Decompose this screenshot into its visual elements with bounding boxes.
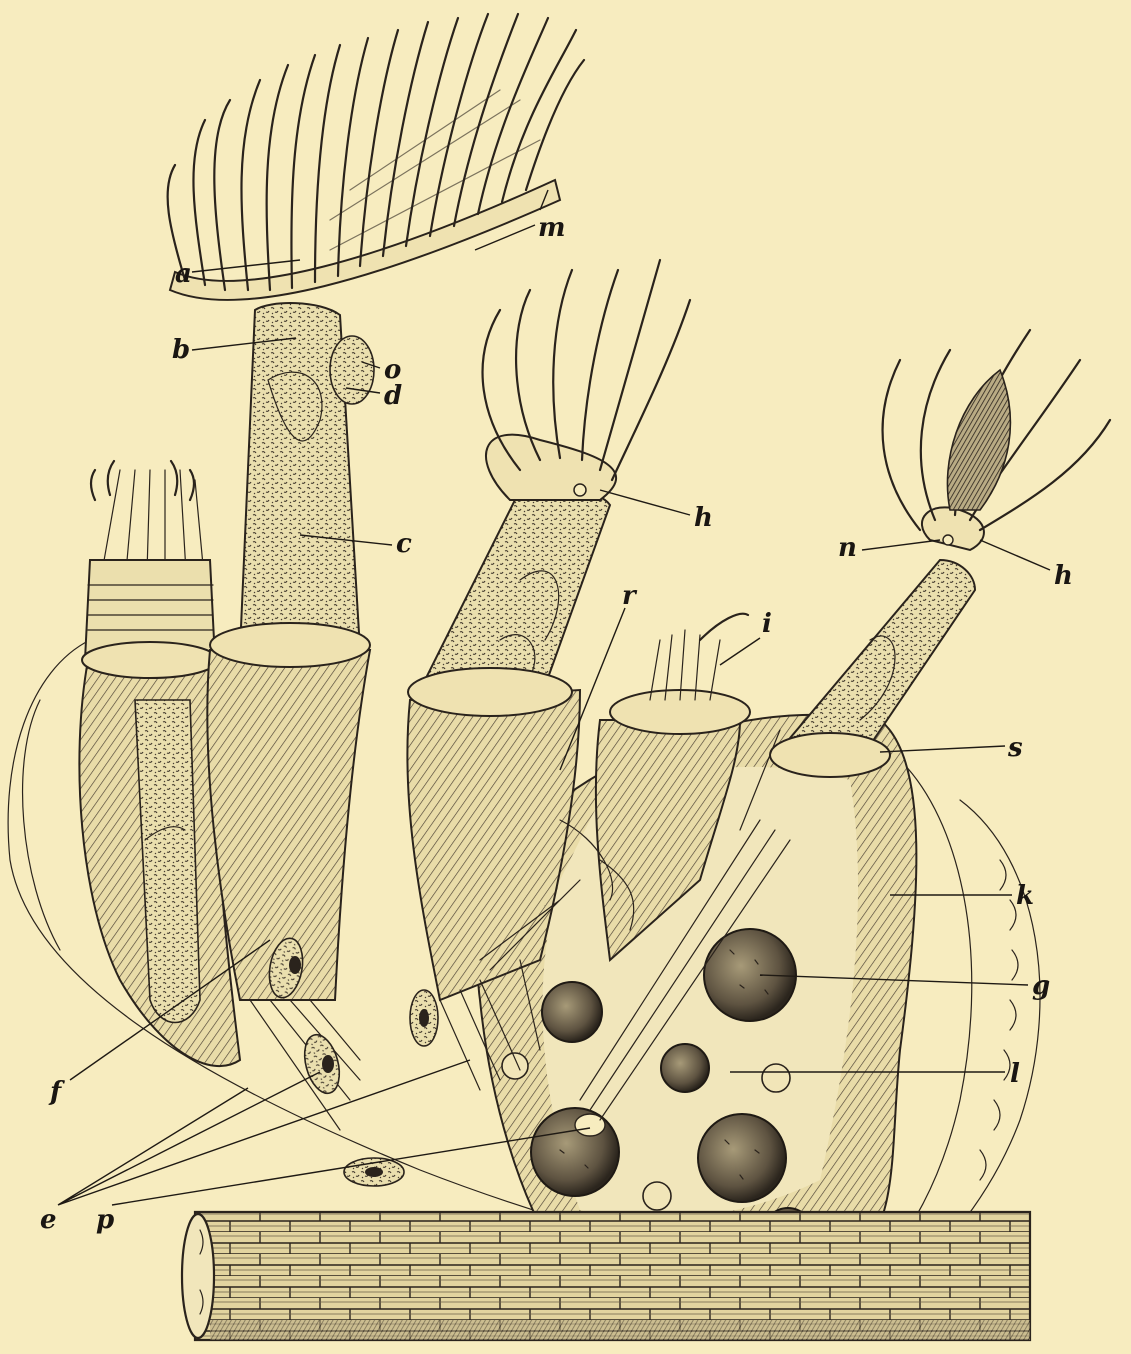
label-p: p: [96, 1205, 114, 1235]
label-m: m: [538, 213, 566, 243]
label-b: b: [172, 335, 190, 365]
label-h-middle: h: [694, 503, 713, 533]
label-r: r: [622, 581, 638, 611]
label-i: i: [762, 609, 772, 639]
label-f: f: [48, 1077, 65, 1107]
label-c: c: [396, 529, 412, 559]
substrate-twig: [182, 1212, 1030, 1340]
label-g: g: [1032, 971, 1050, 1001]
label-h-right: h: [1054, 561, 1073, 591]
label-d: d: [384, 381, 402, 411]
label-a: a: [175, 259, 192, 289]
zooid-right-extended: [770, 330, 1110, 777]
label-k: k: [1016, 881, 1034, 911]
label-l: l: [1010, 1059, 1020, 1089]
label-s: s: [1007, 733, 1023, 763]
label-e: e: [40, 1205, 57, 1235]
label-n: n: [838, 533, 857, 563]
